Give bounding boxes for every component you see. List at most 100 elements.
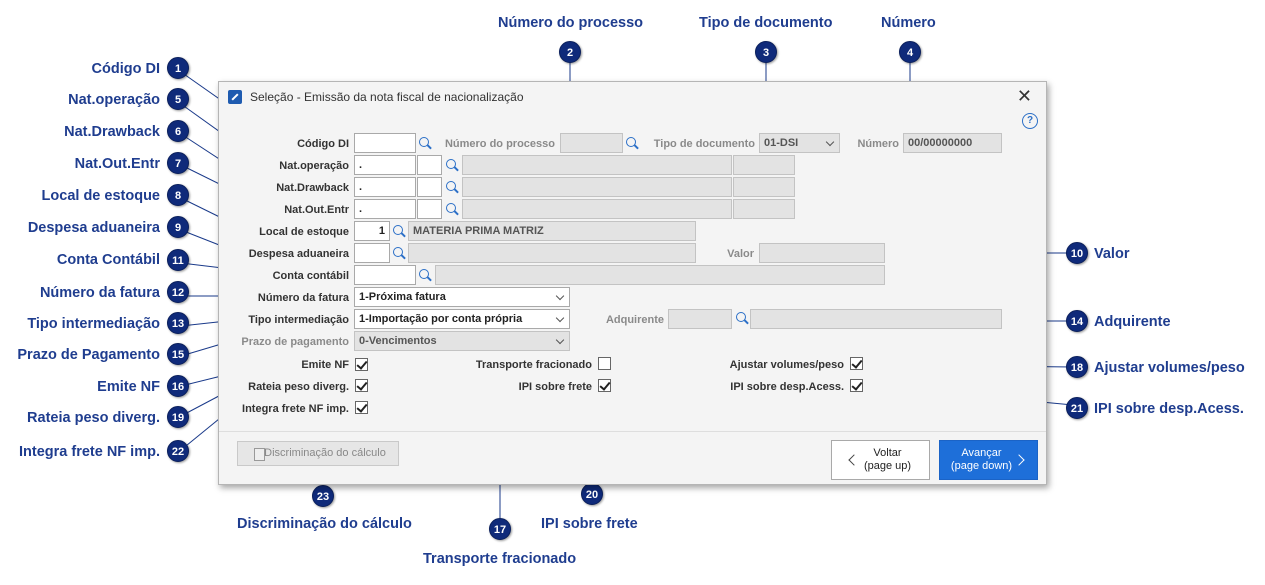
badge-19: 19 [167,406,189,428]
discriminacao-calculo-button[interactable]: Discriminação do cálculo [237,441,399,466]
prazo-pagamento-label: Prazo de pagamento [241,336,349,348]
transporte-fracionado-checkbox[interactable] [598,357,611,370]
conta-contabil-input[interactable] [354,265,416,285]
badge-3: 3 [755,41,777,63]
ipi-desp-checkbox[interactable] [850,379,863,392]
badge-1: 1 [167,57,189,79]
ipi-frete-label: IPI sobre frete [518,381,592,393]
badge-4: 4 [899,41,921,63]
nat-out-entr-extra [733,199,795,219]
valor-input[interactable] [759,243,885,263]
badge-18: 18 [1066,356,1088,378]
nat-operacao-label: Nat.operação [279,160,349,172]
help-icon[interactable]: ? [1022,113,1038,129]
annotation-ajustar-volumes: Ajustar volumes/peso [1094,360,1245,376]
badge-13: 13 [167,312,189,334]
badge-21: 21 [1066,397,1088,419]
ajustar-volumes-label: Ajustar volumes/peso [729,359,844,371]
local-estoque-desc: MATERIA PRIMA MATRIZ [408,221,696,241]
adquirente-input[interactable] [668,309,732,329]
search-icon[interactable] [392,224,406,238]
numero-label: Número [857,138,899,150]
adquirente-label: Adquirente [605,314,664,326]
integra-frete-checkbox[interactable] [355,401,368,414]
prazo-pagamento-select[interactable]: 0-Vencimentos [354,331,570,351]
badge-12: 12 [167,281,189,303]
nat-operacao-seq-input[interactable] [417,155,442,175]
annotation-emite-nf: Emite NF [97,379,160,395]
tipo-intermediacao-select[interactable]: 1-Importação por conta própria [354,309,570,329]
local-estoque-input[interactable]: 1 [354,221,390,241]
voltar-button[interactable]: Voltar (page up) [831,440,930,480]
search-icon[interactable] [445,158,459,172]
badge-14: 14 [1066,310,1088,332]
search-icon[interactable] [445,202,459,216]
badge-9: 9 [167,216,189,238]
avancar-label: Avançar [961,447,1002,459]
badge-2: 2 [559,41,581,63]
nat-operacao-input[interactable]: . [354,155,416,175]
nat-drawback-seq-input[interactable] [417,177,442,197]
badge-5: 5 [167,88,189,110]
ipi-desp-label: IPI sobre desp.Acess. [730,381,844,393]
annotation-nat-operacao: Nat.operação [68,92,160,108]
annotation-tipo-intermediacao: Tipo intermediação [27,316,160,332]
selection-dialog: Seleção - Emissão da nota fiscal de naci… [218,81,1047,485]
nat-drawback-input[interactable]: . [354,177,416,197]
search-icon[interactable] [418,268,432,282]
badge-16: 16 [167,375,189,397]
emite-nf-checkbox[interactable] [355,358,368,371]
numero-processo-input[interactable] [560,133,623,153]
codigo-di-label: Código DI [297,138,349,150]
despesa-aduaneira-label: Despesa aduaneira [248,248,349,260]
search-icon[interactable] [445,180,459,194]
annotation-discriminacao: Discriminação do cálculo [237,516,412,532]
annotation-transporte-fracionado: Transporte fracionado [423,551,577,567]
annotation-numero: Número [881,15,936,31]
app-icon [228,90,242,104]
despesa-aduaneira-input[interactable] [354,243,390,263]
despesa-aduaneira-desc [408,243,696,263]
numero-processo-label: Número do processo [444,138,555,150]
tipo-documento-label: Tipo de documento [653,138,755,150]
search-icon[interactable] [625,136,639,150]
annotation-numero-fatura: Número da fatura [39,285,160,301]
badge-17: 17 [489,518,511,540]
badge-15: 15 [167,343,189,365]
discriminacao-calculo-label: Discriminação do cálculo [264,447,386,459]
annotation-adquirente: Adquirente [1094,314,1171,330]
voltar-label: Voltar [873,447,902,459]
badge-8: 8 [167,184,189,206]
badge-6: 6 [167,120,189,142]
numero-input[interactable]: 00/00000000 [903,133,1002,153]
badge-7: 7 [167,152,189,174]
numero-fatura-select[interactable]: 1-Próxima fatura [354,287,570,307]
nat-out-entr-input[interactable]: . [354,199,416,219]
nat-out-entr-seq-input[interactable] [417,199,442,219]
nat-out-entr-desc [462,199,732,219]
avancar-button[interactable]: Avançar (page down) [939,440,1038,480]
annotation-nat-drawback: Nat.Drawback [64,124,160,140]
nat-operacao-extra [733,155,795,175]
codigo-di-input[interactable] [354,133,416,153]
rateia-peso-label: Rateia peso diverg. [248,381,349,393]
tipo-documento-select[interactable]: 01-DSI [759,133,840,153]
annotation-local-estoque: Local de estoque [41,188,160,204]
rateia-peso-checkbox[interactable] [355,379,368,392]
nat-out-entr-label: Nat.Out.Entr [284,204,349,216]
conta-contabil-desc [435,265,885,285]
nat-drawback-extra [733,177,795,197]
search-icon[interactable] [418,136,432,150]
footer-divider [219,431,1046,432]
annotation-ipi-frete: IPI sobre frete [541,516,638,532]
ajustar-volumes-checkbox[interactable] [850,357,863,370]
ipi-frete-checkbox[interactable] [598,379,611,392]
emite-nf-label: Emite NF [301,359,349,371]
search-icon[interactable] [735,311,749,325]
annotation-integra-frete: Integra frete NF imp. [19,444,160,460]
valor-label: Valor [727,248,754,260]
nat-drawback-desc [462,177,732,197]
integra-frete-label: Integra frete NF imp. [242,403,349,415]
close-icon[interactable]: ✕ [1016,86,1032,106]
search-icon[interactable] [392,246,406,260]
